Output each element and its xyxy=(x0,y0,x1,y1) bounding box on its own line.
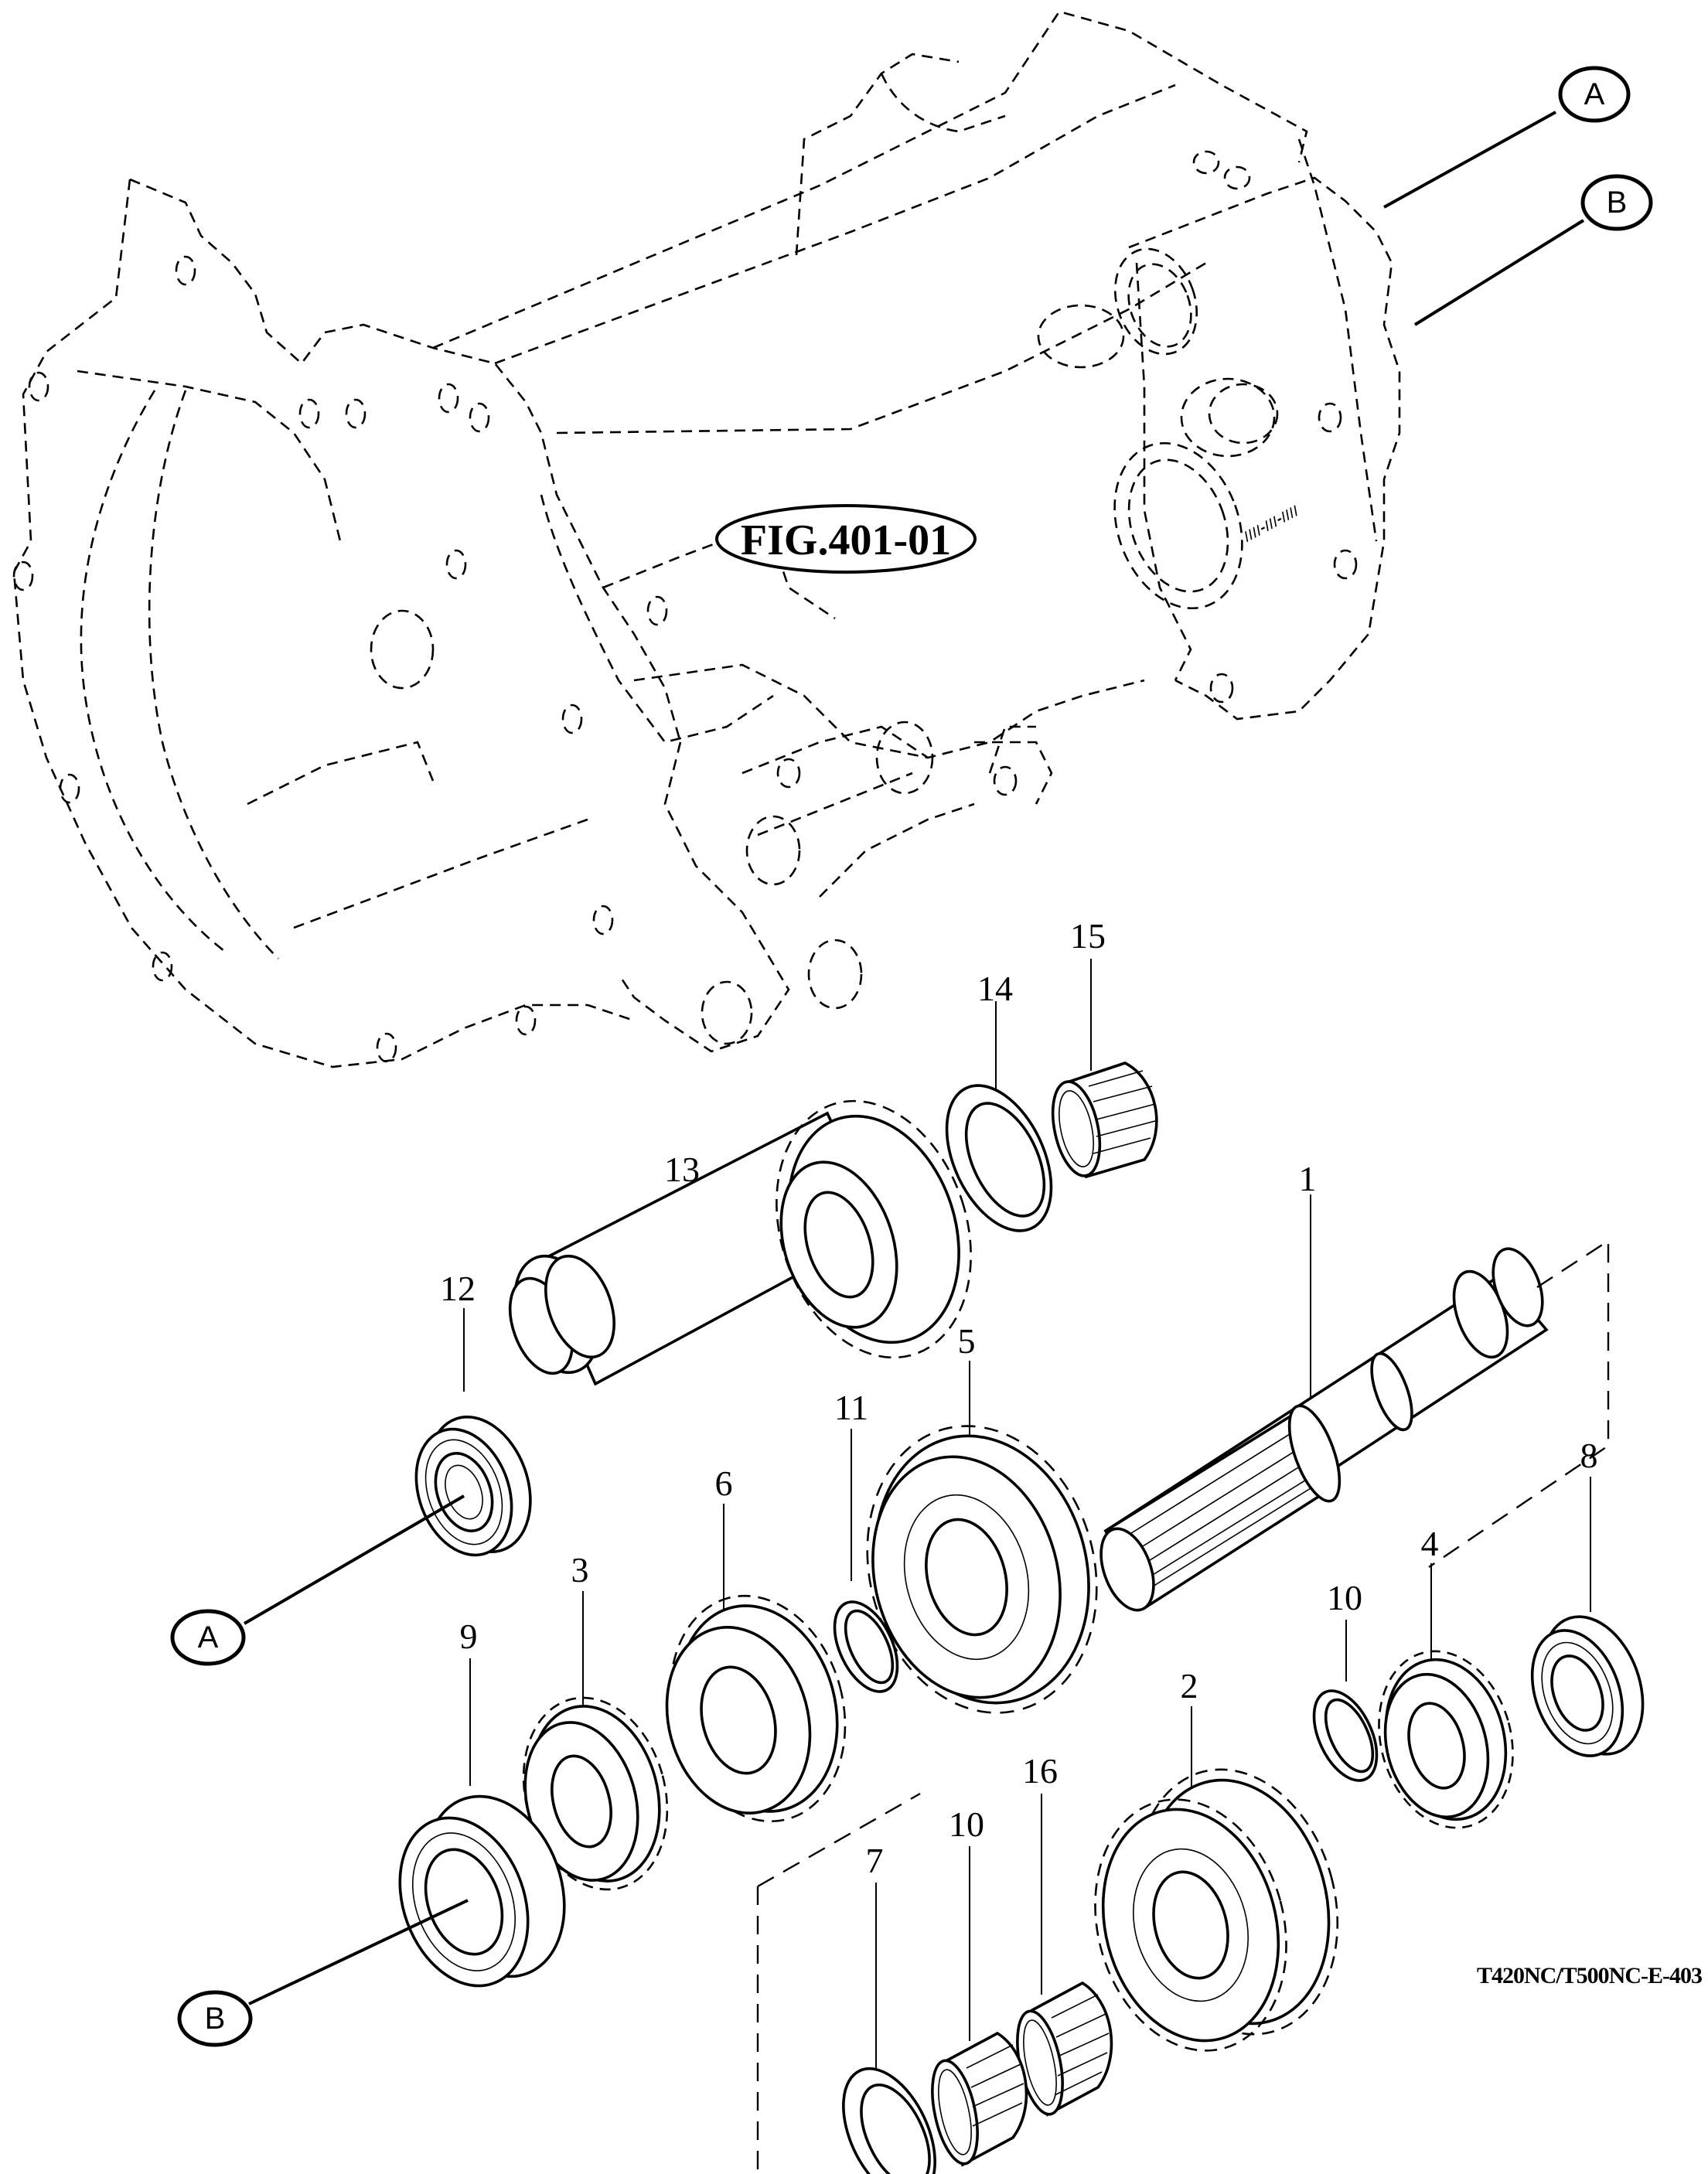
svg-text:10: 10 xyxy=(949,1804,984,1844)
part-5-gear[interactable]: 5 xyxy=(836,1321,1127,1739)
svg-text:4: 4 xyxy=(1421,1524,1439,1563)
part-11-snap-ring[interactable]: 10 xyxy=(1301,1578,1389,1791)
svg-text:16: 16 xyxy=(1022,1751,1058,1791)
part-10-needle-bearing-lower[interactable]: 10 xyxy=(924,1804,1028,2168)
callout-bottom-b: B xyxy=(177,1899,469,2047)
part-3-gear[interactable]: 3 xyxy=(503,1550,687,1906)
svg-text:2: 2 xyxy=(1181,1666,1198,1705)
callout-top-a: A xyxy=(1383,66,1631,209)
drawing-code: T420NC/T500NC-E-403 xyxy=(1477,1963,1702,1988)
svg-text:3: 3 xyxy=(571,1550,589,1590)
part-16-needle-bearing[interactable]: 15 xyxy=(1045,916,1158,1180)
svg-text:B: B xyxy=(205,2002,226,2036)
figure-reference-label: FIG.401-01 xyxy=(741,516,951,564)
svg-text:A: A xyxy=(198,1620,219,1654)
part-9-ball-bearing[interactable]: 9 xyxy=(377,1617,588,2004)
part-2-double-gear[interactable]: 2 xyxy=(1068,1666,1365,2072)
callout-top-b: B xyxy=(1413,174,1653,326)
part-10-needle-bearing-upper[interactable]: 16 xyxy=(1009,1751,1113,2118)
part-7-thrust-washer[interactable]: 7 xyxy=(756,1792,953,2174)
part-14-gear xyxy=(776,1099,972,1359)
svg-text:10: 10 xyxy=(1327,1578,1362,1617)
svg-text:9: 9 xyxy=(460,1617,478,1656)
part-8-ball-bearing[interactable]: 8 xyxy=(1516,1436,1661,1768)
housing-bolt-holes xyxy=(12,150,1358,1063)
part-4-gear[interactable]: 4 xyxy=(1360,1524,1532,1843)
svg-text:15: 15 xyxy=(1070,916,1106,956)
svg-text:B: B xyxy=(1607,186,1628,220)
svg-text:A: A xyxy=(1584,77,1605,111)
callout-bottom-a: A xyxy=(170,1494,465,1666)
svg-text:6: 6 xyxy=(715,1464,733,1503)
svg-text:13: 13 xyxy=(664,1150,700,1189)
part-15-thrust-washer[interactable]: 14 xyxy=(926,969,1072,1247)
svg-text:12: 12 xyxy=(440,1269,476,1308)
part-1-main-shaft[interactable]: 1 xyxy=(1091,1159,1610,1617)
housing-stamp: ////-///-//// xyxy=(1241,503,1301,544)
part-13-ball-bearing[interactable]: 12 xyxy=(400,1269,548,1569)
part-6-gear[interactable]: 6 xyxy=(646,1464,869,1841)
svg-text:8: 8 xyxy=(1580,1436,1598,1475)
part-12-snap-ring[interactable]: 11 xyxy=(822,1388,910,1702)
svg-text:5: 5 xyxy=(958,1321,976,1361)
part-14-counter-shaft[interactable]: 13 xyxy=(498,1075,1002,1386)
figure-reference-badge[interactable]: FIG.401-01 xyxy=(715,504,977,574)
svg-text:14: 14 xyxy=(977,969,1013,1008)
svg-text:1: 1 xyxy=(1299,1159,1317,1198)
svg-text:7: 7 xyxy=(866,1841,884,1880)
svg-text:11: 11 xyxy=(834,1388,868,1427)
transmission-housing: ////-///-//// xyxy=(12,10,1401,1068)
